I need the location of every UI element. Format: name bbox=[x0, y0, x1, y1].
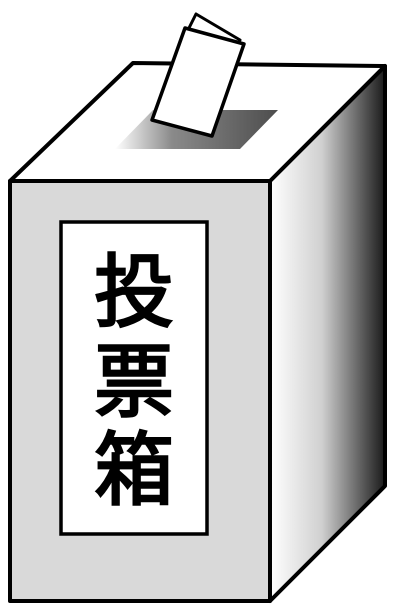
box-label-panel bbox=[59, 220, 209, 536]
label-char-2: 票 bbox=[94, 336, 174, 429]
ballot-paper bbox=[150, 26, 246, 138]
label-char-3: 箱 bbox=[94, 424, 174, 517]
label-char-1: 投 bbox=[94, 246, 174, 339]
